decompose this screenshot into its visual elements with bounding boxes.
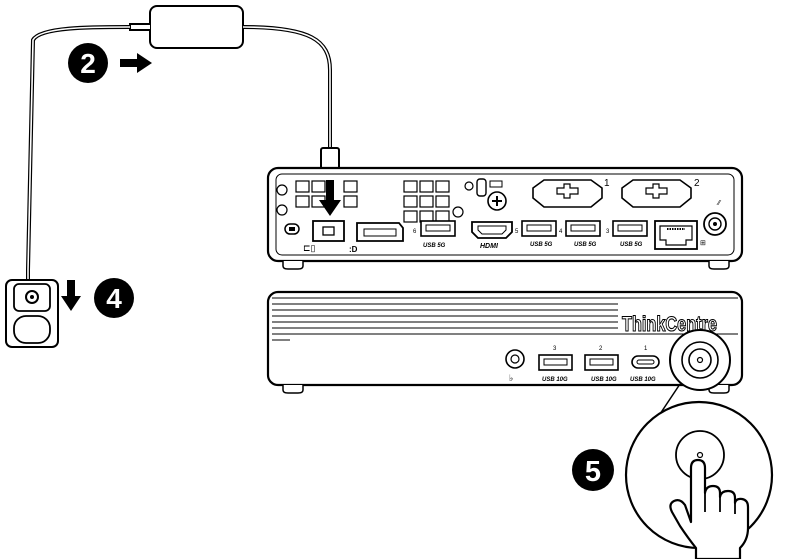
step-2-badge: 2 bbox=[68, 43, 108, 83]
power-adapter-icon bbox=[129, 5, 244, 49]
svg-text:4: 4 bbox=[559, 229, 563, 235]
svg-text:3: 3 bbox=[553, 346, 557, 352]
displayport-port: :D bbox=[349, 222, 404, 254]
svg-text:2: 2 bbox=[694, 178, 700, 189]
hand-pointer-icon bbox=[669, 458, 750, 559]
brand-logo: ThinkCentre bbox=[622, 313, 717, 336]
serial-port-cover-1: 1 bbox=[532, 178, 610, 208]
arrow-down-icon bbox=[61, 280, 81, 311]
padlock-loop bbox=[476, 178, 503, 197]
svg-text:5: 5 bbox=[585, 456, 601, 488]
svg-text:USB 5G: USB 5G bbox=[423, 243, 446, 249]
svg-text:4: 4 bbox=[106, 283, 122, 314]
hdmi-port: HDMI bbox=[471, 221, 513, 250]
front-usb-c-port: 1 USB 10G bbox=[630, 346, 660, 383]
front-usb-port-2: 2 USB 10G bbox=[584, 346, 619, 383]
svg-text:2: 2 bbox=[80, 48, 96, 79]
rear-usb-port-5: 5 USB 5G bbox=[515, 220, 557, 248]
rear-usb-port-3: 3 USB 5G bbox=[606, 220, 648, 248]
svg-text:6: 6 bbox=[413, 229, 417, 235]
computer-rear-panel: ⊏▯ :D 6 USB 5G HDMI 5 USB 5G bbox=[266, 166, 744, 270]
svg-text:⊏▯: ⊏▯ bbox=[303, 243, 316, 253]
serial-port-cover-2: 2 bbox=[621, 178, 700, 208]
svg-text:1: 1 bbox=[604, 178, 610, 189]
svg-text:1: 1 bbox=[644, 346, 648, 352]
rear-vent bbox=[295, 180, 450, 223]
svg-text:USB 10G: USB 10G bbox=[542, 377, 568, 383]
arrow-down-icon bbox=[319, 180, 341, 216]
front-usb-port-3: 3 USB 10G bbox=[538, 346, 573, 383]
ethernet-port-icon: ⊞ bbox=[654, 220, 706, 250]
step-5-badge: 5 bbox=[572, 449, 614, 491]
kensington-lock-icon bbox=[284, 223, 300, 235]
antenna-connector-icon: ⁄⁄ bbox=[703, 200, 727, 236]
svg-text::D: :D bbox=[349, 245, 358, 254]
power-button-icon[interactable] bbox=[669, 329, 731, 391]
thumbscrew bbox=[487, 191, 507, 211]
outlet-icon bbox=[5, 279, 59, 348]
computer-front-panel: ThinkCentre ♭ 3 USB 10G 2 USB 10G 1 USB bbox=[266, 290, 744, 394]
svg-text:⊞: ⊞ bbox=[700, 240, 706, 247]
svg-text:USB 5G: USB 5G bbox=[574, 242, 597, 248]
svg-text:⁄⁄: ⁄⁄ bbox=[716, 200, 722, 207]
svg-text:2: 2 bbox=[599, 346, 603, 352]
dc-in-port: ⊏▯ bbox=[303, 220, 345, 253]
step-4-badge: 4 bbox=[94, 278, 134, 318]
svg-text:USB 10G: USB 10G bbox=[591, 377, 617, 383]
svg-text:HDMI: HDMI bbox=[480, 243, 499, 250]
svg-text:5: 5 bbox=[515, 229, 519, 235]
svg-text:3: 3 bbox=[606, 229, 610, 235]
dc-power-cord bbox=[242, 25, 332, 148]
headset-jack-icon: ♭ bbox=[505, 349, 525, 383]
svg-text:♭: ♭ bbox=[509, 373, 513, 383]
svg-text:USB 5G: USB 5G bbox=[530, 242, 553, 248]
svg-text:USB 5G: USB 5G bbox=[620, 242, 643, 248]
rear-usb-port-4: 4 USB 5G bbox=[559, 220, 601, 248]
arrow-right-icon bbox=[120, 53, 152, 73]
svg-text:USB 10G: USB 10G bbox=[630, 377, 656, 383]
rear-usb-port-6: 6 USB 5G bbox=[413, 220, 456, 249]
